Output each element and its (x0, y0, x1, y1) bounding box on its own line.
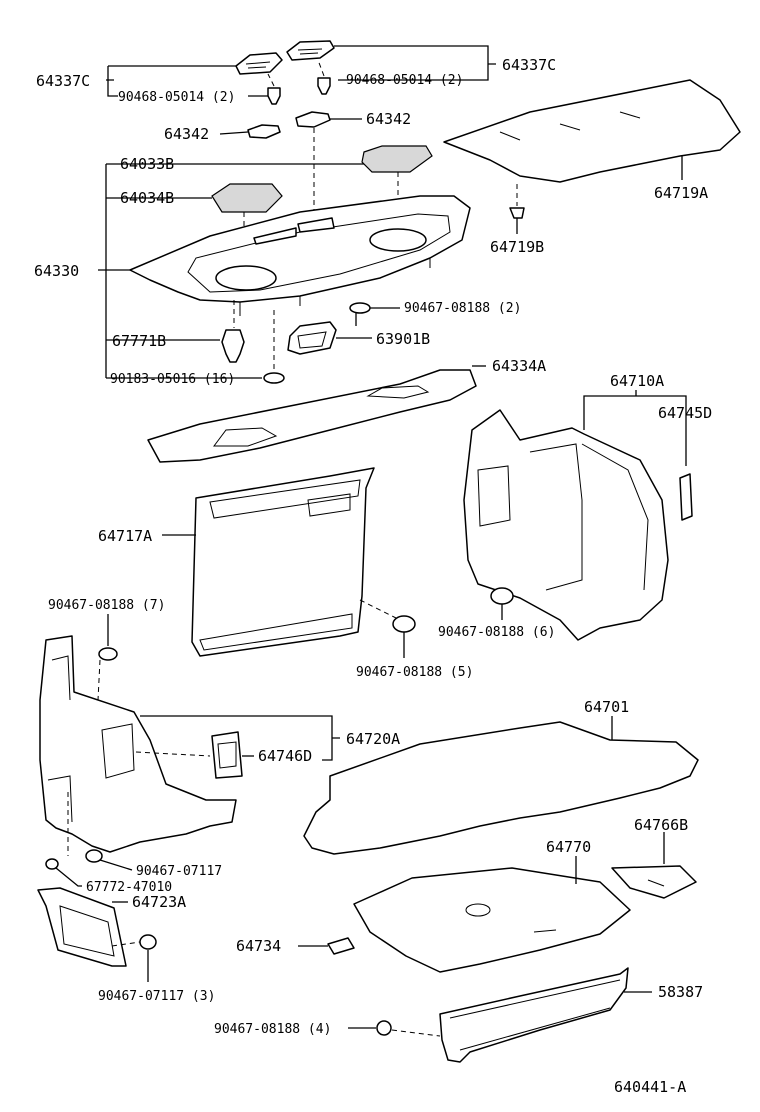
part-64034b-grille (211, 183, 283, 213)
label-64719b: 64719B (490, 238, 544, 256)
label-64337c-right: 64337C (502, 56, 556, 74)
part-64701-floor-mat (303, 721, 699, 855)
label-90467-7: 90467-08188 (7) (48, 598, 165, 613)
part-64334a-tray-cover (147, 369, 477, 463)
part-90467-screw-7 (98, 647, 118, 661)
label-90467-07117: 90467-07117 (136, 864, 222, 879)
part-64337c-left-cover (235, 52, 283, 75)
part-90468-clip-left (267, 87, 281, 105)
part-64710a-side-trim (463, 409, 669, 641)
part-67771b-clip (221, 329, 245, 363)
label-64717a: 64717A (98, 527, 152, 545)
leader-64337c-left (106, 65, 236, 97)
part-63901b-lamp (287, 321, 337, 355)
label-64766b: 64766B (634, 816, 688, 834)
part-64719a-shelf-mat (443, 79, 741, 183)
part-90183-clip (263, 372, 285, 384)
part-58387-scuff-plate (439, 967, 629, 1063)
label-64746d: 64746D (258, 747, 312, 765)
part-90467-screw-4 (376, 1020, 392, 1036)
label-64342-right: 64342 (366, 110, 411, 128)
label-90467-07117-3: 90467-07117 (3) (98, 989, 215, 1004)
part-64337c-right-cover (286, 40, 335, 61)
part-90467-07117-3-screw (139, 934, 157, 950)
leader-64330-bracket (98, 163, 364, 379)
label-90468-right: 90468-05014 (2) (346, 73, 463, 88)
part-64746d-bracket (211, 731, 243, 779)
label-64342-left: 64342 (164, 125, 209, 143)
label-64033b: 64033B (120, 155, 174, 173)
part-64717a-trim-board (191, 467, 375, 657)
part-90467-screw-5 (392, 615, 416, 633)
label-67771b: 67771B (112, 332, 166, 350)
label-64723a: 64723A (132, 893, 186, 911)
part-64766b-pad (611, 865, 697, 899)
part-64745d-pad (679, 473, 693, 521)
label-64330: 64330 (34, 262, 79, 280)
label-64734: 64734 (236, 937, 281, 955)
leader-64710a-bracket (583, 390, 687, 466)
label-90468-left: 90468-05014 (2) (118, 90, 235, 105)
part-64770-spare-cover (353, 867, 631, 973)
diagram-id: 640441-A (614, 1078, 686, 1096)
part-90467-07117-screw (85, 849, 103, 863)
part-64723a-cover (37, 887, 127, 967)
label-90467-6: 90467-08188 (6) (438, 625, 555, 640)
part-64033b-grille (361, 145, 433, 173)
part-64342-right-gasket (295, 111, 331, 128)
part-64719b-clip (509, 207, 525, 219)
part-64720a-side-trim (39, 635, 237, 853)
label-90467-4: 90467-08188 (4) (214, 1022, 331, 1037)
part-90467-screw-6 (490, 587, 514, 605)
label-64034b: 64034B (120, 189, 174, 207)
part-90468-clip-right (317, 77, 331, 95)
leader-64337c-right (334, 45, 496, 81)
label-67772: 67772-47010 (86, 880, 172, 895)
label-64770: 64770 (546, 838, 591, 856)
label-64701: 64701 (584, 698, 629, 716)
label-64334a: 64334A (492, 357, 546, 375)
part-64734-clip (327, 937, 355, 955)
label-90183: 90183-05016 (16) (110, 372, 235, 387)
leader-64720a-bracket (140, 715, 340, 761)
label-64745d: 64745D (658, 404, 712, 422)
label-63901b: 63901B (376, 330, 430, 348)
part-90467-screw-2 (349, 302, 371, 326)
part-64342-left-gasket (247, 124, 281, 139)
label-58387: 58387 (658, 983, 703, 1001)
label-90467-2: 90467-08188 (2) (404, 301, 521, 316)
label-64710a: 64710A (610, 372, 664, 390)
part-67772-clip (45, 858, 59, 870)
label-64719a: 64719A (654, 184, 708, 202)
label-64337c-left: 64337C (36, 72, 90, 90)
part-64330-package-tray (129, 195, 471, 316)
label-90467-5: 90467-08188 (5) (356, 665, 473, 680)
label-64720a: 64720A (346, 730, 400, 748)
